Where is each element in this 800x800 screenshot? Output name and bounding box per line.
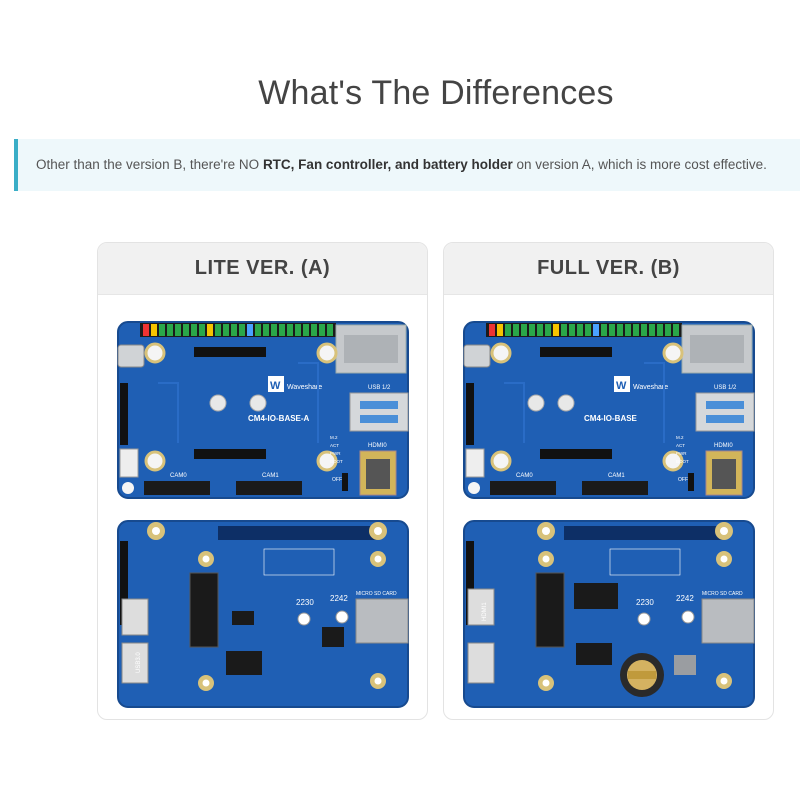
board-bottom-view: 2230 2242 MICRO SD CARD USB3.0 [117,520,409,708]
svg-text:M.2: M.2 [330,435,338,440]
gpio-header [486,323,682,337]
card-full-version: FULL VER. (B) [443,242,774,720]
brand-label: Waveshare [287,384,322,391]
svg-text:OFF: OFF [332,477,342,483]
notice-prefix: Other than the version B, there're NO [36,157,263,172]
svg-text:HDMI0: HDMI0 [714,443,733,449]
board-name-label: CM4-IO-BASE [584,414,638,423]
notice-text: Other than the version B, there're NO RT… [36,157,767,172]
card-header: LITE VER. (A) [98,243,427,295]
card-title: LITE VER. (A) [194,257,331,279]
sd-card-slot [701,598,755,644]
svg-text:PWR: PWR [330,451,341,456]
board-bottom-view: 2230 2242 MICRO SD CARD HDMI1 [463,520,755,708]
svg-text:USB3.0: USB3.0 [136,652,142,673]
svg-text:CAM0: CAM0 [516,473,533,479]
board-top-view: W Waveshare CM4-IO-BASE-A USB 1/2 HDMI0 … [117,321,409,499]
svg-text:M.2: M.2 [676,435,684,440]
svg-text:PWR: PWR [676,451,687,456]
svg-text:W: W [616,380,627,392]
board-name-label: CM4-IO-BASE-A [248,414,310,423]
svg-text:ACT: ACT [676,443,685,448]
notice-suffix: on version A, which is more cost effecti… [512,157,767,172]
svg-text:2230: 2230 [636,598,654,607]
svg-text:2242: 2242 [676,594,694,603]
svg-text:OFF: OFF [678,477,688,483]
svg-text:CAM1: CAM1 [262,473,279,479]
svg-text:USB 1/2: USB 1/2 [368,385,391,391]
rtc-battery-holder [620,653,664,697]
svg-text:2230: 2230 [296,598,314,607]
gpio-header [140,323,336,337]
notice-highlight: RTC, Fan controller, and battery holder [262,157,513,172]
svg-text:BOOT: BOOT [676,459,689,464]
svg-text:MICRO SD CARD: MICRO SD CARD [702,591,743,597]
svg-text:ACT: ACT [330,443,339,448]
svg-text:CAM1: CAM1 [608,473,625,479]
board-images: W Waveshare CM4-IO-BASE-A USB 1/2 HDMI0 … [117,321,409,708]
svg-text:W: W [270,380,281,392]
svg-text:CAM0: CAM0 [170,473,187,479]
page-title: What's The Differences [258,74,614,112]
usb-port [349,392,409,432]
card-lite-version: LITE VER. (A) [97,242,428,720]
board-top-view: W Waveshare CM4-IO-BASE USB 1/2 HDMI0 M.… [463,321,755,499]
card-title: FULL VER. (B) [537,257,680,279]
board-images: W Waveshare CM4-IO-BASE USB 1/2 HDMI0 M.… [463,321,755,708]
usb-port [695,392,755,432]
brand-label: Waveshare [633,384,668,391]
svg-text:BOOT: BOOT [330,459,343,464]
svg-text:MICRO SD CARD: MICRO SD CARD [356,591,397,597]
svg-text:2242: 2242 [330,594,348,603]
card-header: FULL VER. (B) [444,243,773,295]
info-notice: Other than the version B, there're NO RT… [14,139,800,191]
sd-card-slot [355,598,409,644]
svg-text:HDMI1: HDMI1 [482,602,488,621]
svg-text:USB 1/2: USB 1/2 [714,385,737,391]
svg-text:HDMI0: HDMI0 [368,443,387,449]
